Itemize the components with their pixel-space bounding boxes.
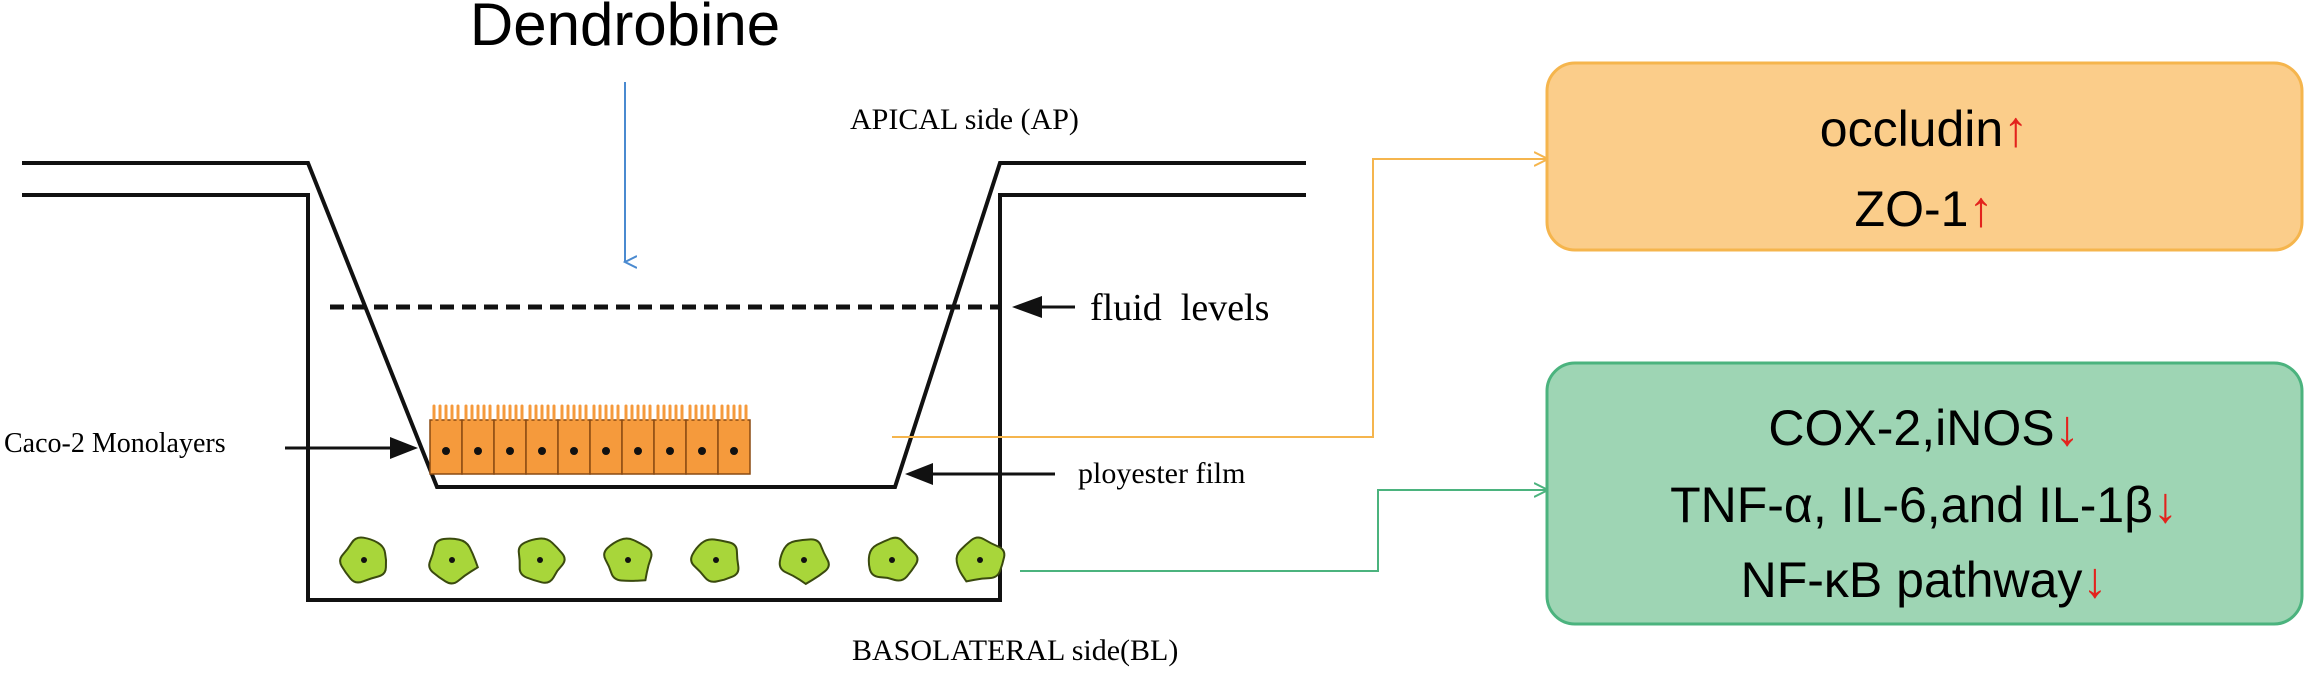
- monolayer-label: Caco-2 Monolayers: [4, 428, 226, 459]
- cell-nucleus: [442, 447, 450, 455]
- down-arrow-icon: ↓: [2055, 400, 2080, 456]
- transwell-insert: [22, 161, 1306, 489]
- cell-nucleus: [801, 557, 807, 563]
- lower-box-line-2: TNF-α, IL-6,and IL-1β↓: [1670, 477, 2178, 533]
- tight-junction-box: [1545, 61, 2304, 252]
- cox2-inos-text: COX-2,iNOS: [1768, 400, 2054, 456]
- caco2-monolayer: [429, 404, 751, 475]
- cell-nucleus: [538, 447, 546, 455]
- lower-box-line-3: NF-κB pathway↓: [1741, 552, 2108, 608]
- inflammation-box: [1545, 361, 2304, 626]
- cell-nucleus: [666, 447, 674, 455]
- cell-nucleus: [506, 447, 514, 455]
- title-dendrobine: Dendrobine: [470, 0, 780, 58]
- up-arrow-icon: ↑: [1968, 181, 1993, 237]
- nfkb-text: NF-κB pathway: [1741, 552, 2083, 608]
- cytokines-text: TNF-α, IL-6,and IL-1β: [1670, 477, 2153, 533]
- cell-nucleus: [698, 447, 706, 455]
- outer-well: [22, 193, 1306, 602]
- cell-nucleus: [977, 557, 983, 563]
- film-arrowhead: [905, 463, 933, 485]
- apical-label: APICAL side (AP): [850, 103, 1079, 136]
- cell-nucleus: [713, 557, 719, 563]
- cell-nucleus: [889, 557, 895, 563]
- cell-nucleus: [537, 557, 543, 563]
- upper-connector: [892, 159, 1548, 438]
- up-arrow-icon: ↑: [2003, 101, 2028, 157]
- cell-nucleus: [474, 447, 482, 455]
- fluid-level-arrowhead: [1012, 296, 1042, 318]
- basolateral-label: BASOLATERAL side(BL): [852, 634, 1178, 667]
- film-label: ployester film: [1078, 457, 1245, 490]
- basolateral-cells: [339, 536, 1006, 586]
- lower-connector: [1020, 490, 1548, 572]
- zo1-text: ZO-1: [1855, 181, 1969, 237]
- cell-nucleus: [570, 447, 578, 455]
- occludin-text: occludin: [1820, 101, 2003, 157]
- monolayer-arrowhead: [390, 437, 418, 459]
- cell-nucleus: [449, 557, 455, 563]
- cell-nucleus: [625, 557, 631, 563]
- fluid-level-label: fluid levels: [1090, 287, 1269, 329]
- upper-box-line-1: occludin↑: [1820, 101, 2028, 157]
- cell-nucleus: [602, 447, 610, 455]
- cell-nucleus: [361, 557, 367, 563]
- cell-nucleus: [634, 447, 642, 455]
- down-arrow-icon: ↓: [2082, 552, 2107, 608]
- upper-box-line-2: ZO-1↑: [1855, 181, 1994, 237]
- down-arrow-icon: ↓: [2153, 477, 2178, 533]
- cell-nucleus: [730, 447, 738, 455]
- lower-box-line-1: COX-2,iNOS↓: [1768, 400, 2079, 456]
